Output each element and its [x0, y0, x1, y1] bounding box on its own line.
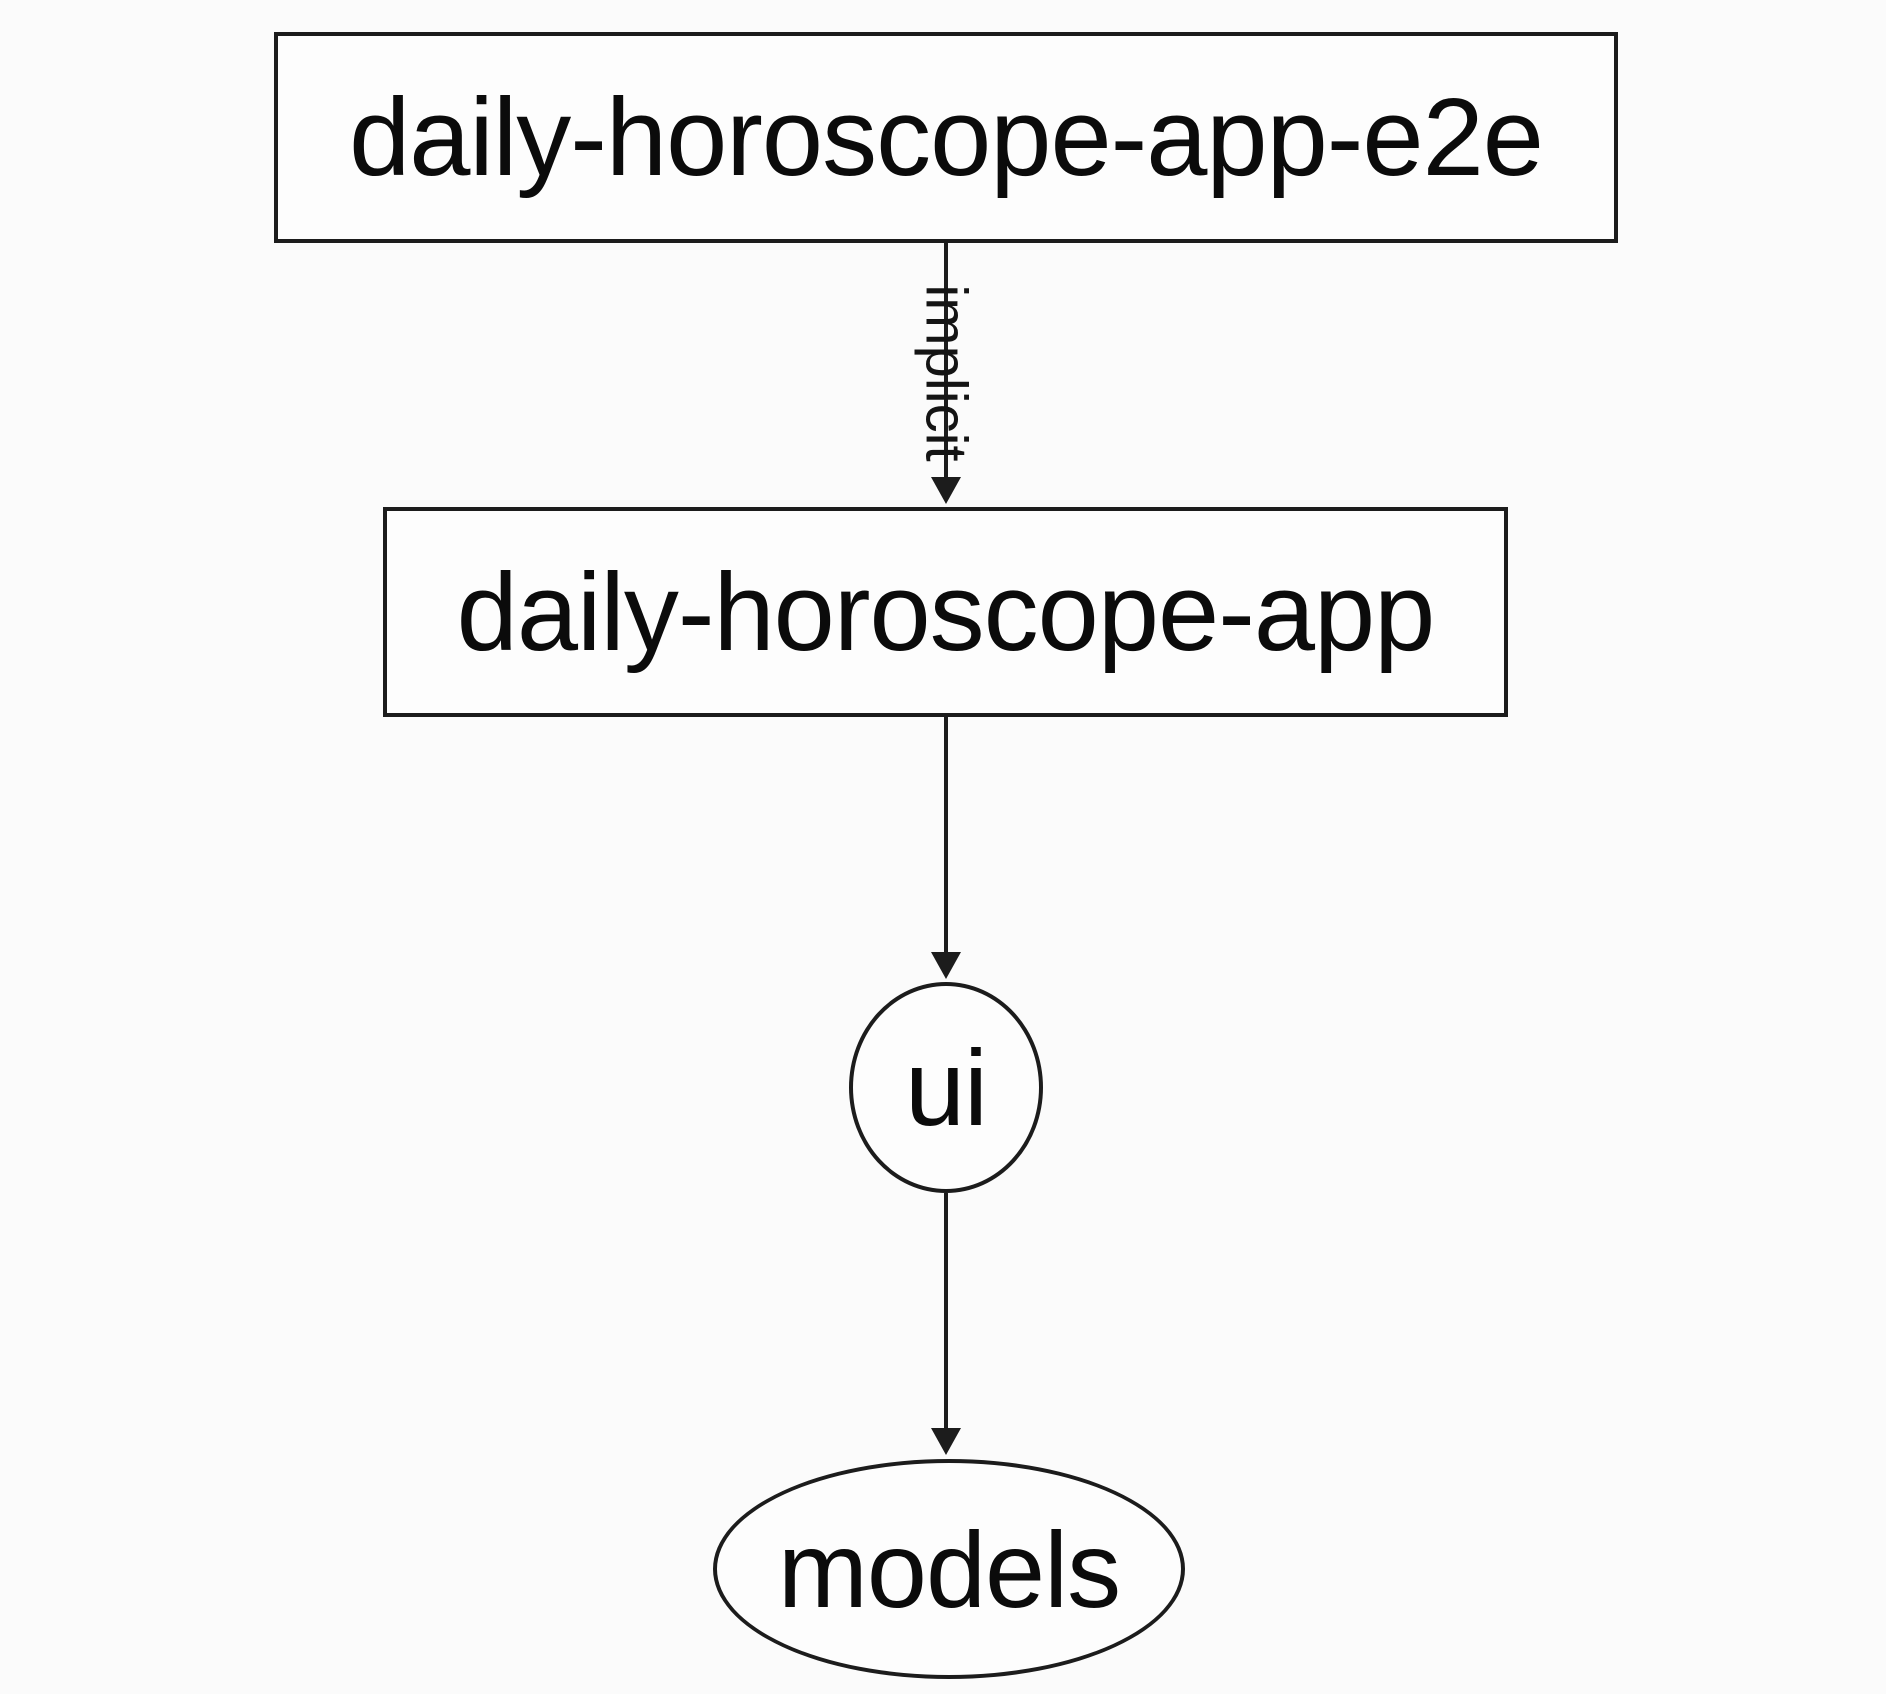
edge-e2e-to-app-line [944, 243, 948, 477]
edge-app-to-ui-line [944, 717, 948, 952]
node-label: ui [904, 1027, 988, 1148]
node-label: models [777, 1508, 1121, 1630]
node-ui: ui [849, 982, 1043, 1193]
arrow-down-icon [931, 477, 961, 504]
arrow-down-icon [931, 952, 961, 979]
node-daily-horoscope-app-e2e: daily-horoscope-app-e2e [274, 32, 1618, 243]
edge-ui-to-models-line [944, 1193, 948, 1428]
node-models: models [713, 1459, 1185, 1679]
node-label: daily-horoscope-app-e2e [349, 76, 1544, 199]
edge-implicit-label: implicit [913, 284, 979, 462]
arrow-down-icon [931, 1428, 961, 1455]
node-label: daily-horoscope-app [456, 550, 1436, 674]
node-daily-horoscope-app: daily-horoscope-app [383, 507, 1508, 717]
